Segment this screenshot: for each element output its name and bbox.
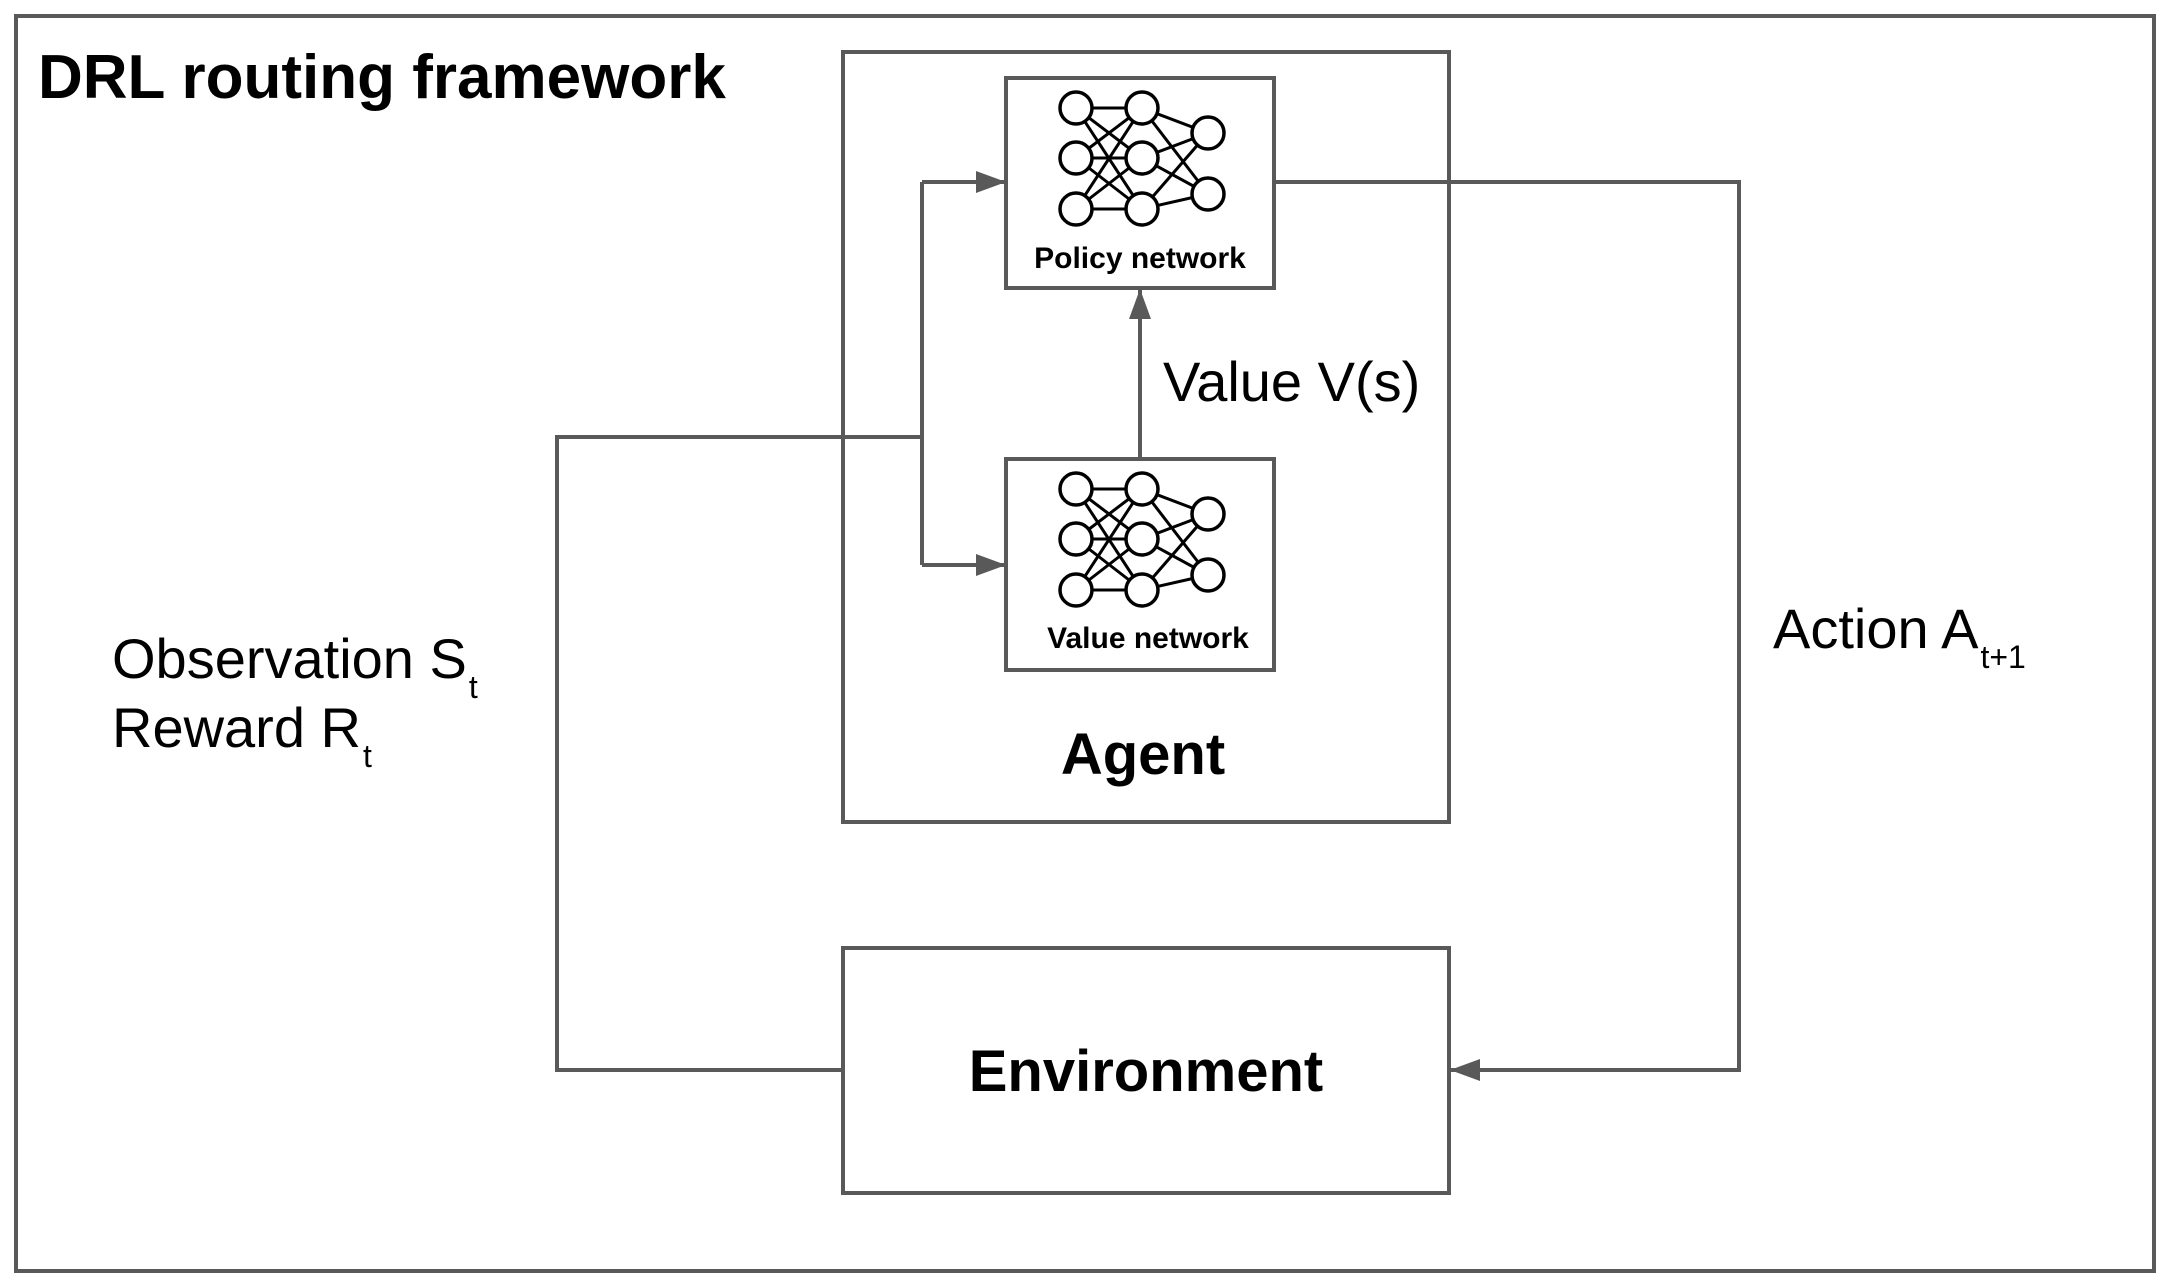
- neural-network-icon: [1058, 90, 1226, 227]
- observation-loop-line: [555, 435, 922, 1072]
- diagram-title: DRL routing framework: [38, 43, 726, 112]
- framework-frame: [14, 14, 2156, 1273]
- action-label: Action At+1: [1773, 597, 2026, 675]
- reward-label: Reward Rt: [112, 696, 372, 774]
- neural-network-icon: [1058, 471, 1226, 608]
- action-loop-line: [1274, 180, 1741, 1081]
- value-edge: Value V(s): [1129, 289, 1420, 459]
- value-network-node: Value network: [1004, 457, 1276, 672]
- action-edge: Action At+1: [1274, 180, 2026, 1081]
- observation-label: Observation St: [112, 627, 478, 705]
- environment-label: Environment: [969, 1039, 1324, 1104]
- value-edge-label: Value V(s): [1163, 350, 1420, 413]
- policy-network-label: Policy network: [1034, 242, 1246, 275]
- agent-label: Agent: [1061, 722, 1225, 787]
- value-network-label: Value network: [1047, 622, 1249, 655]
- observation-edge: [555, 171, 1006, 1072]
- policy-network-node: Policy network: [1004, 76, 1276, 290]
